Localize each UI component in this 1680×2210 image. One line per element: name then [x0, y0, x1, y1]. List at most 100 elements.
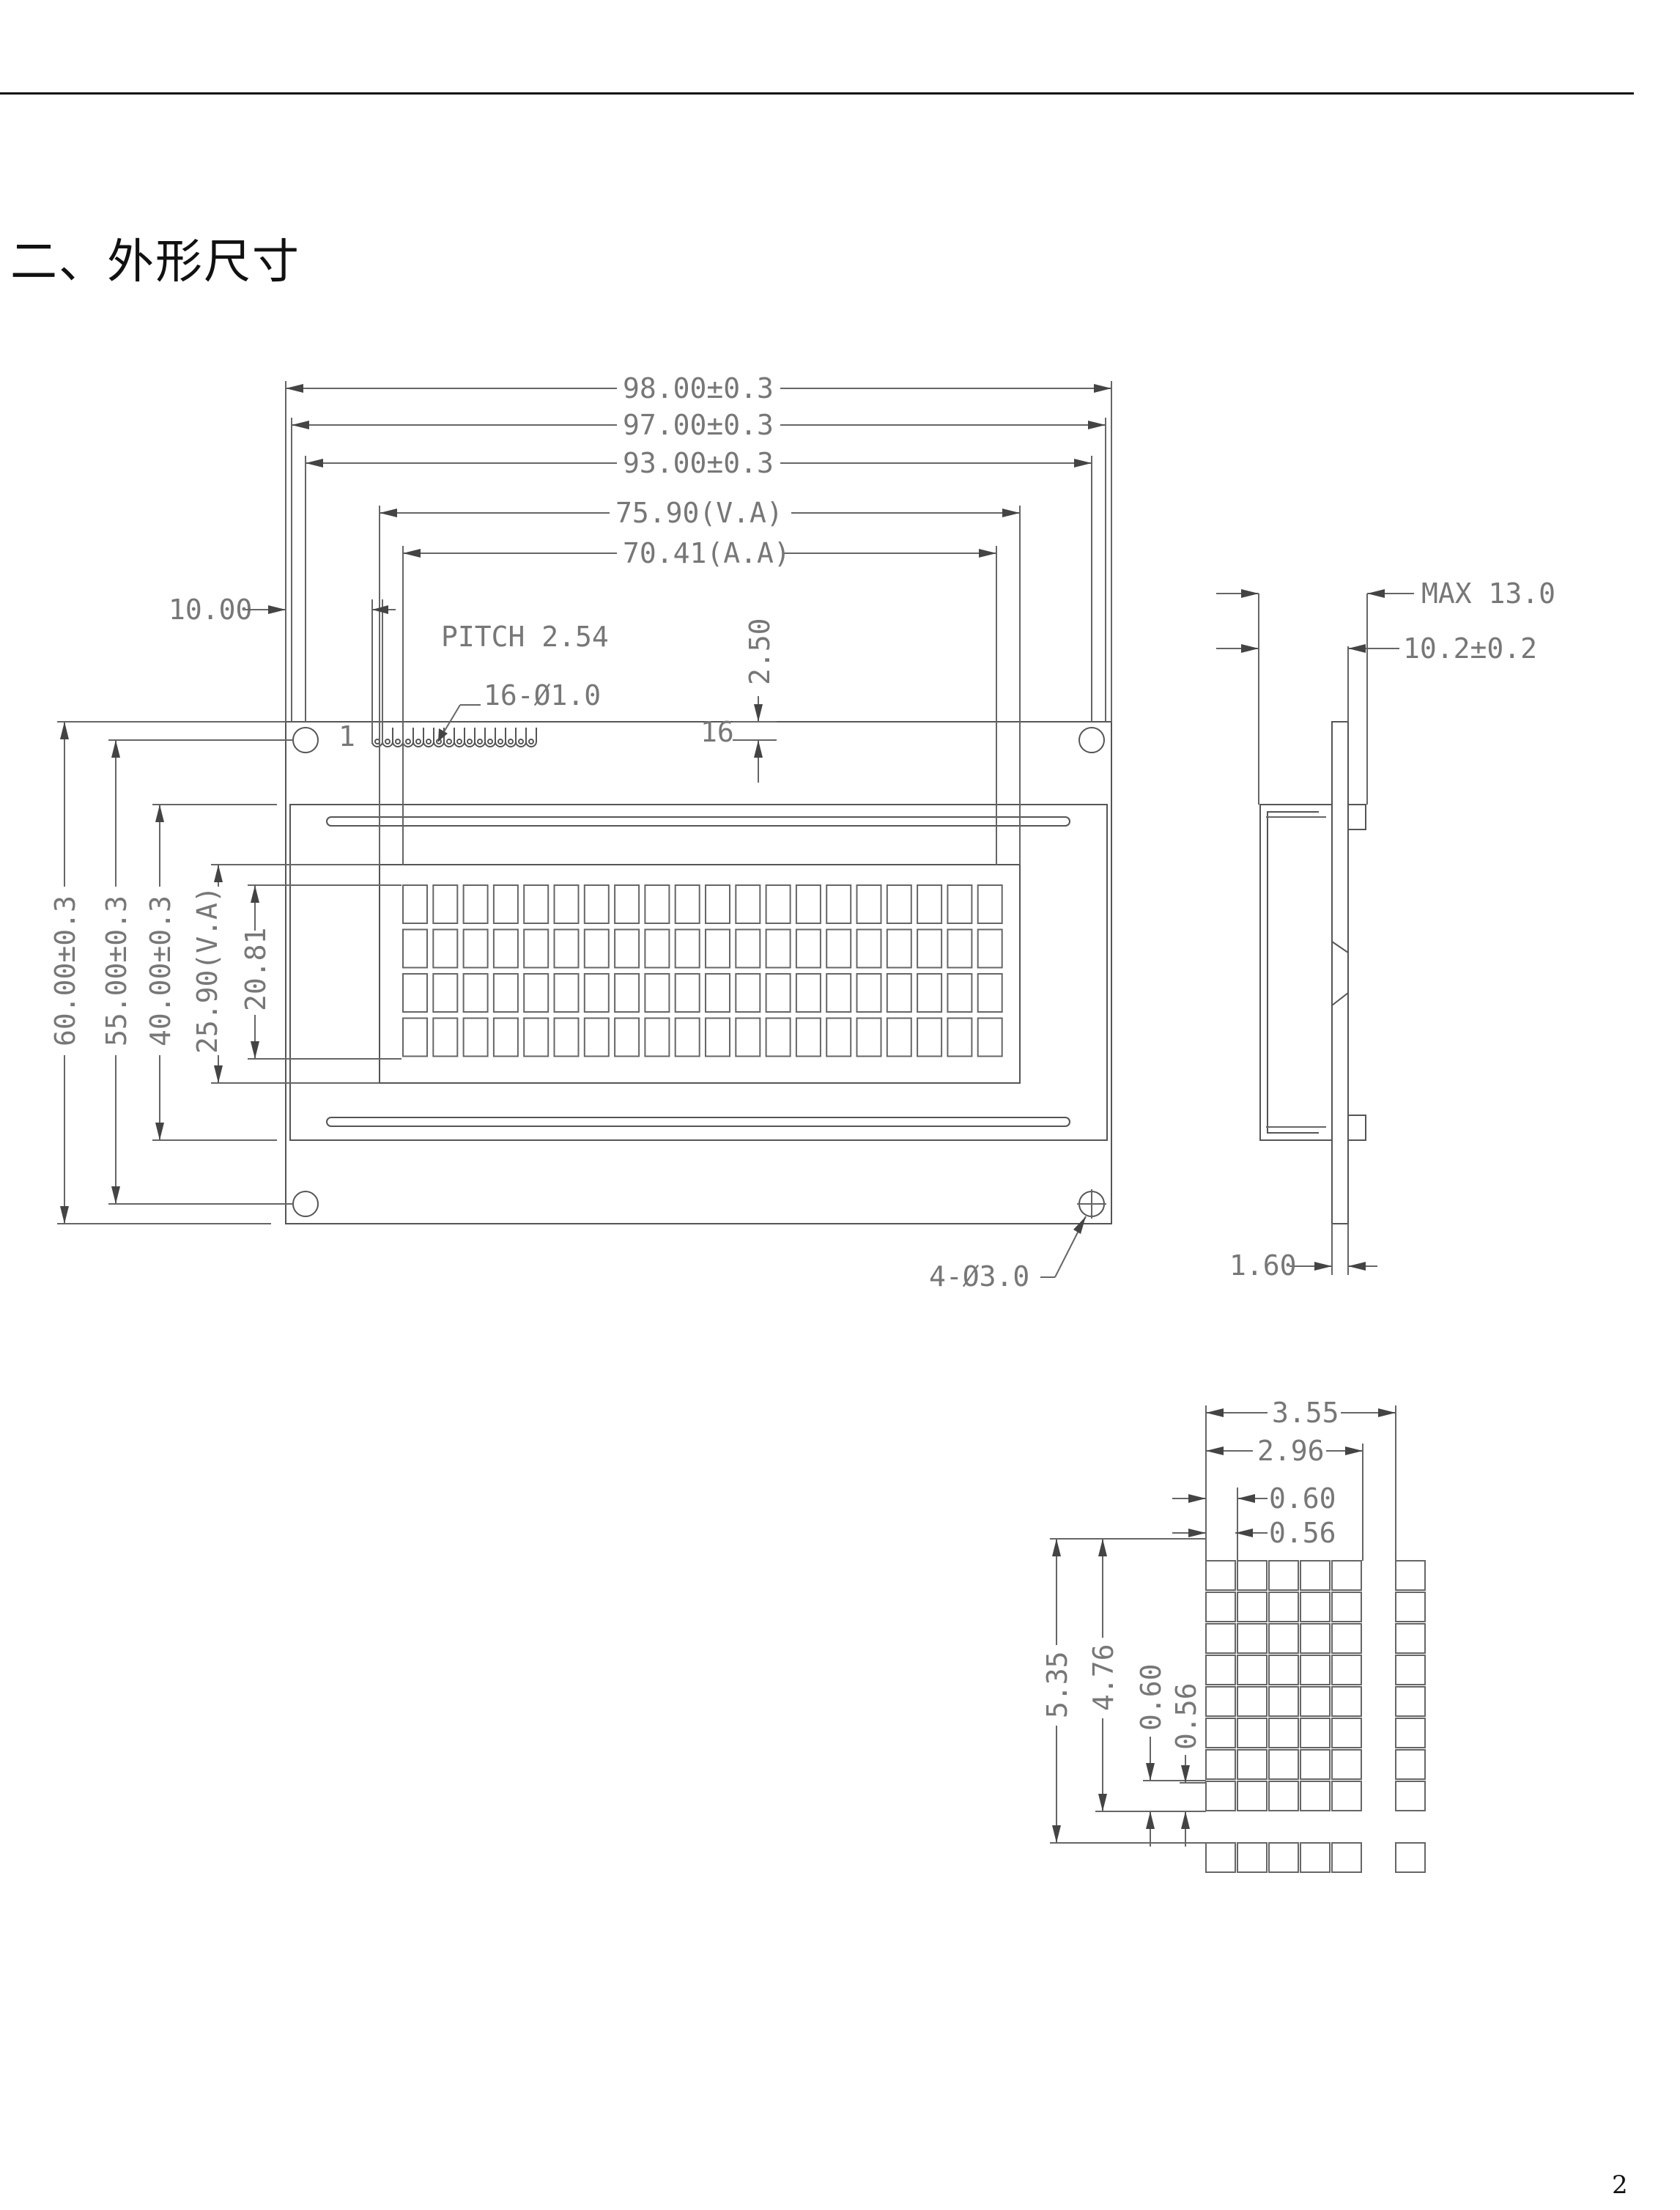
char-cell — [856, 973, 882, 1013]
dot — [1205, 1560, 1236, 1591]
next-char-dot — [1395, 1592, 1426, 1622]
mount-hole-top-right — [1078, 727, 1105, 753]
pin-hole — [528, 739, 534, 744]
mount-hole-label: 4-Ø3.0 — [929, 1260, 1029, 1293]
next-char-dot — [1395, 1718, 1426, 1748]
pin-hole — [497, 739, 503, 744]
pitch-label: PITCH 2.54 — [441, 621, 609, 653]
dot — [1237, 1560, 1268, 1591]
pin-hole — [477, 739, 483, 744]
char-cell — [402, 973, 428, 1013]
char-cell — [735, 1017, 761, 1057]
next-char-dot — [1395, 1781, 1426, 1811]
dot — [1300, 1560, 1331, 1591]
cursor-dot — [1268, 1842, 1299, 1873]
dot — [1268, 1781, 1299, 1811]
char-cell — [432, 884, 459, 924]
viewing-area — [379, 864, 1021, 1084]
dot — [1268, 1749, 1299, 1780]
char-cell — [735, 928, 761, 969]
detail-dot-pitch-y-label: 0.60 — [1135, 1663, 1167, 1731]
dot — [1331, 1781, 1362, 1811]
dot-matrix — [1205, 1560, 1426, 1873]
char-cell — [886, 973, 912, 1013]
cursor-dot — [1237, 1842, 1268, 1873]
side-pcb-label: 1.60 — [1229, 1249, 1297, 1282]
char-cell — [583, 973, 610, 1013]
dot — [1205, 1655, 1236, 1685]
dot — [1300, 1718, 1331, 1748]
dim-60: 60.00±0.3 — [49, 721, 286, 1224]
dot — [1300, 1623, 1331, 1654]
dot — [1300, 1686, 1331, 1717]
detail-dot-pitch-x-label: 0.60 — [1269, 1482, 1336, 1515]
dot — [1331, 1718, 1362, 1748]
dot — [1300, 1592, 1331, 1622]
char-cell — [614, 973, 640, 1013]
char-cell — [795, 1017, 821, 1057]
dot — [1205, 1749, 1236, 1780]
next-char-cursor-dot — [1395, 1842, 1426, 1873]
char-cell — [765, 884, 791, 924]
char-cell — [553, 1017, 580, 1057]
dot — [1237, 1686, 1268, 1717]
dot — [1300, 1655, 1331, 1685]
char-cell — [947, 973, 973, 1013]
side-glass — [1267, 811, 1319, 1134]
char-cell — [705, 928, 730, 969]
char-cell — [432, 973, 459, 1013]
dot — [1300, 1781, 1331, 1811]
char-cell — [523, 1017, 549, 1057]
char-cell — [674, 1017, 700, 1057]
dot — [1237, 1718, 1268, 1748]
dim-10-label: 10.00 — [169, 594, 252, 626]
mount-hole-leader: 4-Ø3.0 — [929, 1216, 1087, 1293]
char-cell — [402, 884, 428, 924]
char-detail: 3.55 2.96 0.60 0.56 5.35 4.76 — [1041, 1397, 1426, 1873]
page-number: 2 — [1612, 2170, 1628, 2200]
detail-char-height-label: 5.35 — [1041, 1651, 1073, 1718]
char-cell — [462, 884, 489, 924]
dot — [1268, 1655, 1299, 1685]
dot — [1331, 1686, 1362, 1717]
header-rule — [0, 92, 1634, 95]
dim-va-height: 25.90(V.A) — [191, 864, 380, 1084]
dot — [1237, 1781, 1268, 1811]
dim-10: 10.00 — [169, 594, 396, 626]
char-cell — [917, 973, 943, 1013]
next-char-dot — [1395, 1686, 1426, 1717]
pin-hole — [467, 739, 473, 744]
char-cell — [856, 884, 882, 924]
pin-pad — [525, 728, 537, 747]
side-view: MAX 13.0 10.2±0.2 1.60 — [1216, 577, 1555, 1282]
pin-hole — [508, 739, 514, 744]
char-cell — [886, 928, 912, 969]
pin-leader-arrow — [438, 728, 448, 742]
detail-char-width-label: 3.55 — [1272, 1397, 1339, 1429]
dim-40-label: 40.00±0.3 — [144, 895, 177, 1046]
char-cell — [614, 1017, 640, 1057]
cursor-dot — [1205, 1842, 1236, 1873]
char-cell — [795, 973, 821, 1013]
dot — [1237, 1592, 1268, 1622]
side-tab-bottom — [1347, 1115, 1366, 1141]
dim-va-width-label: 75.90(V.A) — [615, 497, 783, 529]
dot — [1237, 1749, 1268, 1780]
section-title: 二、外形尺寸 — [10, 235, 300, 289]
dot — [1205, 1686, 1236, 1717]
char-cell — [523, 928, 549, 969]
dim-97: 97.00±0.3 — [292, 409, 1106, 441]
char-cell — [674, 928, 700, 969]
detail-dot-size-y-label: 0.56 — [1170, 1682, 1202, 1750]
next-char-dot — [1395, 1623, 1426, 1654]
char-cell — [553, 884, 580, 924]
char-cell — [614, 884, 640, 924]
char-cell — [432, 1017, 459, 1057]
pin-hole — [426, 739, 432, 744]
pin-hole — [415, 739, 421, 744]
cursor-dot — [1331, 1842, 1362, 1873]
pin-hole — [456, 739, 462, 744]
dim-aa-width: 70.41(A.A) — [403, 537, 996, 569]
char-cell — [765, 973, 791, 1013]
